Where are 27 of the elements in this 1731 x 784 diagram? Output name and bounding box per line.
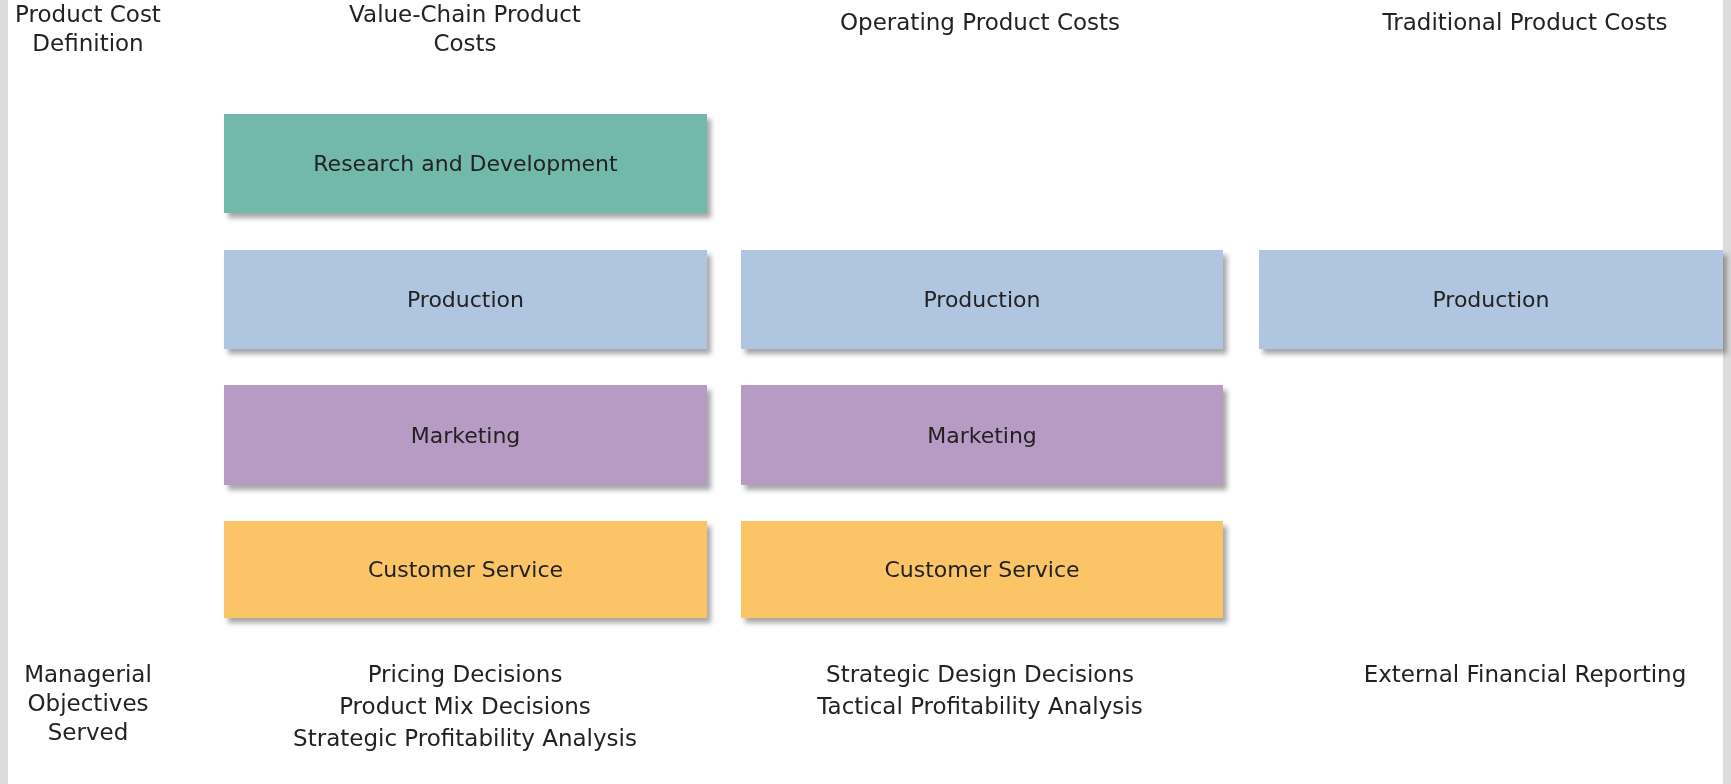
cost-category-bar [741,521,1223,618]
category-label: Customer Service [884,557,1080,582]
category-label: Production [1432,287,1550,312]
cost-category-bar [224,521,707,618]
cost-category-bar [741,250,1223,349]
row-heading: Managerial Objectives Served [23,660,153,747]
row-heading: Product Cost Definition [14,0,162,58]
cost-category-bar [224,385,707,485]
objective-text: Tactical Profitability Analysis [816,692,1144,721]
category-label: Research and Development [313,151,618,176]
objective-text: Strategic Design Decisions [825,660,1135,689]
cost-category-bar [224,250,707,349]
objective-text: Pricing Decisions [366,660,564,689]
column-heading: Value-Chain Product Costs [348,0,582,58]
category-label: Customer Service [367,557,564,582]
category-label: Production [406,287,524,312]
objective-text: Product Mix Decisions [338,692,592,721]
cost-category-bar [224,114,707,213]
objective-text: Strategic Profitability Analysis [292,724,638,753]
category-label: Marketing [410,422,521,448]
objective-text: External Financial Reporting [1362,660,1688,689]
cost-category-bar [741,385,1223,485]
column-heading: Traditional Product Costs [1381,8,1669,37]
cost-category-bar [1259,250,1723,349]
column-heading: Operating Product Costs [838,8,1122,37]
category-label: Production [923,287,1041,312]
category-label: Marketing [927,422,1037,448]
